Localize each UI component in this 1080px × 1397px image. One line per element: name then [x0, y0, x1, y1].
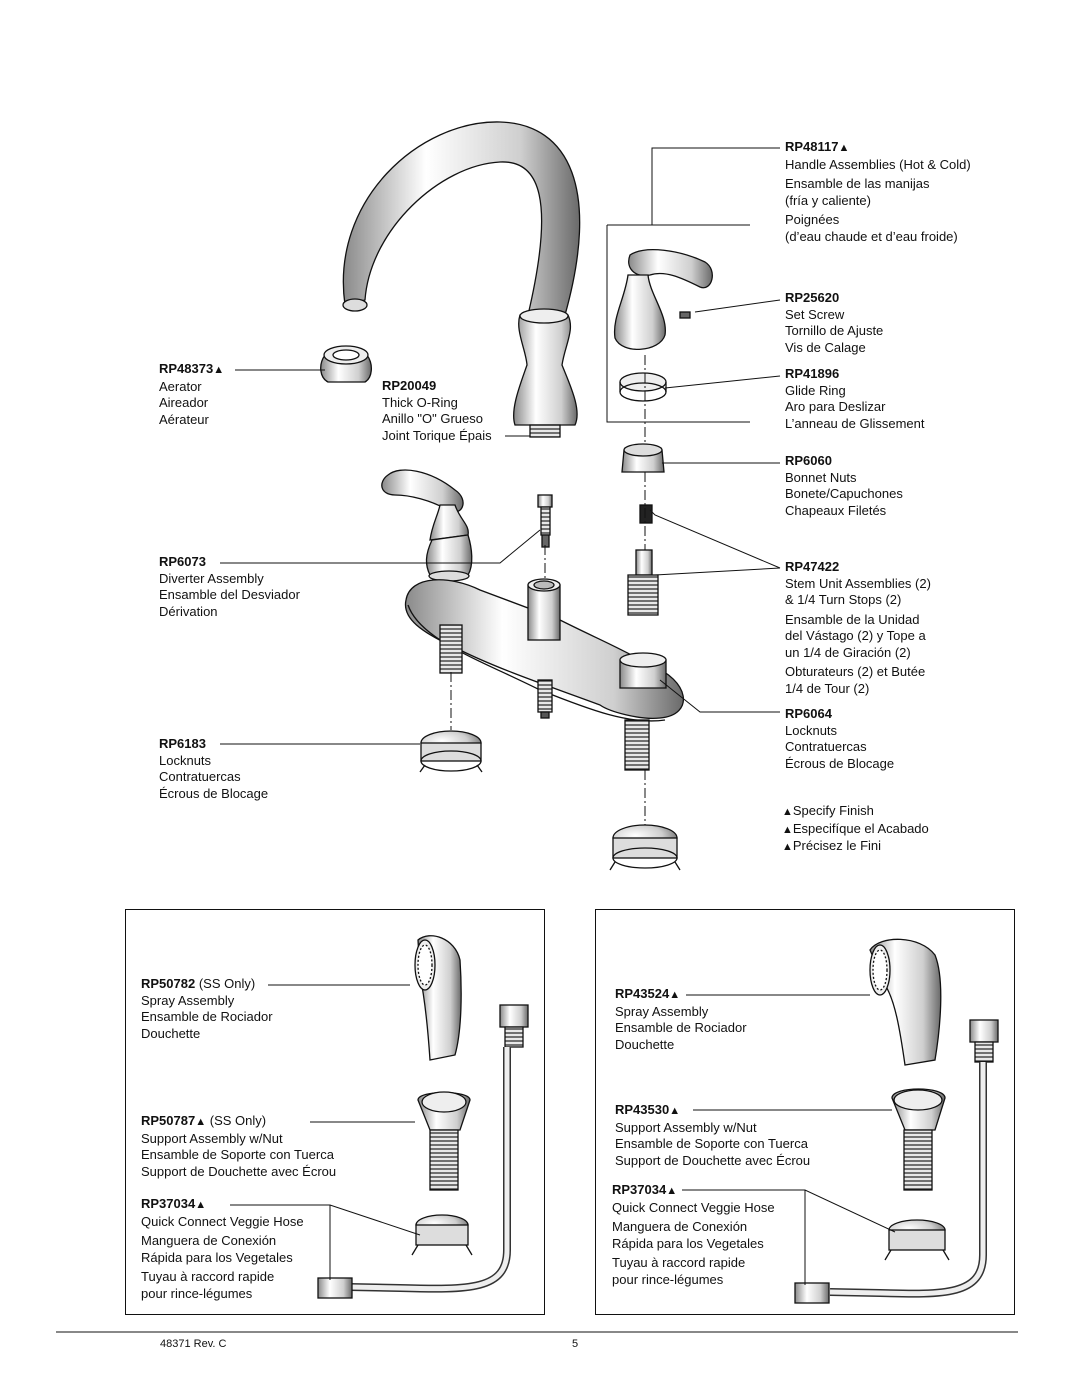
- part-label-rp47422: RP47422 Stem Unit Assemblies (2) & 1/4 T…: [785, 559, 931, 696]
- part-label-rp43530: RP43530▲ Support Assembly w/Nut Ensamble…: [615, 1102, 811, 1168]
- left-sprayer-box: [125, 909, 545, 1315]
- right-sprayer-box: [595, 909, 1015, 1315]
- hose-left-drawing: [317, 1004, 529, 1299]
- sprayer-left-drawing: [414, 935, 462, 1061]
- part-label-rp50782: RP50782 (SS Only) Spray Assembly Ensambl…: [141, 976, 273, 1041]
- aerator-drawing: [320, 345, 372, 383]
- right-handle-drawing: [613, 249, 713, 689]
- specify-finish-triangle-icon: ▲: [669, 1105, 681, 1117]
- specify-finish-triangle-icon: ▲: [213, 364, 225, 376]
- part-label-rp50787: RP50787▲ (SS Only) Support Assembly w/Nu…: [141, 1113, 337, 1179]
- locknut-right-drawing: [609, 824, 681, 871]
- part-label-rp20049: RP20049 Thick O-Ring Anillo "O" Grueso J…: [382, 378, 492, 443]
- part-label-rp43524: RP43524▲ Spray Assembly Ensamble de Roci…: [615, 986, 747, 1052]
- specify-finish-triangle-icon: ▲: [669, 989, 681, 1001]
- document-number: 48371 Rev. C: [160, 1338, 227, 1350]
- specify-finish-triangle-icon: ▲: [666, 1185, 678, 1197]
- part-label-rp6183: RP6183 Locknuts Contratuercas Écrous de …: [159, 736, 269, 801]
- specify-finish-triangle-icon: ▲: [195, 1199, 207, 1211]
- specify-finish-triangle-icon: ▲: [782, 823, 793, 836]
- support-left-drawing: [411, 1091, 473, 1256]
- locknut-left-drawing: [419, 730, 483, 773]
- diverter-drawing: [537, 494, 553, 548]
- finish-note: ▲Specify Finish ▲Especifíque el Acabado …: [782, 803, 929, 853]
- spout-drawing: [342, 121, 581, 438]
- support-right-drawing: [884, 1088, 950, 1261]
- part-label-rp37034-left: RP37034▲ Quick Connect Veggie Hose Mangu…: [141, 1196, 304, 1301]
- base-plate-drawing: [404, 578, 685, 771]
- part-label-rp6060: RP6060 Bonnet Nuts Bonete/Capuchones Cha…: [785, 453, 903, 518]
- part-label-rp25620: RP25620 Set Screw Tornillo de Ajuste Vis…: [785, 290, 884, 355]
- specify-finish-triangle-icon: ▲: [782, 806, 793, 818]
- part-label-rp48373: RP48373▲ Aerator Aireador Aérateur: [159, 361, 225, 427]
- part-label-rp41896: RP41896 Glide Ring Aro para Deslizar L’a…: [785, 366, 925, 431]
- specify-finish-triangle-icon: ▲: [838, 142, 850, 154]
- part-label-rp37034-right: RP37034▲ Quick Connect Veggie Hose Mangu…: [612, 1182, 775, 1287]
- part-label-rp48117: RP48117▲ Handle Assemblies (Hot & Cold) …: [785, 139, 971, 244]
- sprayer-right-drawing: [869, 938, 942, 1066]
- specify-finish-triangle-icon: ▲: [195, 1116, 207, 1128]
- specify-finish-triangle-icon: ▲: [782, 841, 793, 853]
- part-label-rp6064: RP6064 Locknuts Contratuercas Écrous de …: [785, 706, 895, 771]
- part-label-rp6073: RP6073 Diverter Assembly Ensamble del De…: [159, 554, 300, 619]
- page-number: 5: [572, 1338, 579, 1350]
- left-handle-drawing: [381, 469, 473, 582]
- hose-right-drawing: [794, 1019, 999, 1304]
